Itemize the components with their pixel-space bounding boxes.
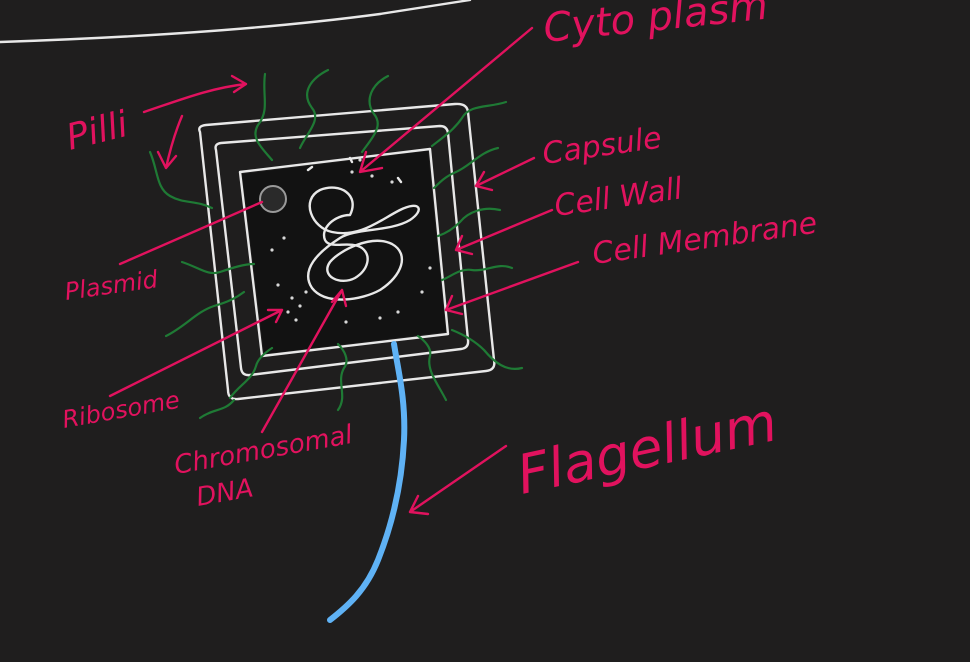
- label-ribosome: Ribosome: [60, 386, 182, 434]
- pilus: [360, 74, 390, 154]
- pilus: [436, 207, 502, 238]
- label-flagellum: Flagellum: [512, 390, 783, 506]
- pilus: [440, 264, 514, 282]
- pilus: [148, 150, 214, 210]
- cytoplasm-arrow: [358, 26, 534, 174]
- ribosome-arrow: [108, 308, 284, 398]
- pilus: [198, 398, 236, 420]
- pointer-arrows: [108, 26, 580, 516]
- flagellum: [327, 341, 408, 623]
- top-sketch-line: [0, 0, 472, 44]
- pilli-arrow-up: [142, 74, 248, 114]
- pilus: [432, 146, 500, 190]
- pilus: [180, 260, 256, 275]
- chromosomal-dna-arrow: [260, 288, 348, 434]
- cytoplasm-region: [242, 151, 446, 354]
- pilus: [254, 72, 274, 162]
- cell-wall-arrow: [454, 208, 554, 256]
- label-dna: DNA: [194, 473, 256, 512]
- pili: [148, 68, 524, 420]
- flagellum-arrow: [408, 444, 508, 516]
- label-plasmid: Plasmid: [63, 265, 160, 306]
- cell-wall-outline: [214, 124, 470, 377]
- label-capsule: Capsule: [540, 121, 664, 172]
- cell-membrane-outline: [238, 147, 450, 358]
- label-cell-wall: Cell Wall: [552, 171, 685, 224]
- chromosomal-dna: [306, 186, 420, 301]
- pilus: [336, 342, 348, 412]
- ribosome-ticks: [306, 156, 403, 184]
- pilus: [164, 290, 246, 338]
- pilus: [450, 328, 524, 370]
- label-pilli: Pilli: [62, 104, 132, 159]
- plasmid: [259, 185, 287, 213]
- plasmid-arrow: [118, 200, 264, 266]
- pilli-arrow-down: [156, 114, 184, 170]
- capsule-arrow: [474, 156, 536, 192]
- pilus: [416, 334, 448, 402]
- ribosome-dots: [270, 158, 432, 324]
- pilus: [430, 100, 508, 148]
- label-cytoplasm: Cyto plasm: [541, 0, 770, 52]
- cell-membrane-arrow: [444, 260, 580, 316]
- pilus: [298, 68, 330, 150]
- pilus: [228, 346, 274, 400]
- label-cell-membrane: Cell Membrane: [590, 206, 819, 272]
